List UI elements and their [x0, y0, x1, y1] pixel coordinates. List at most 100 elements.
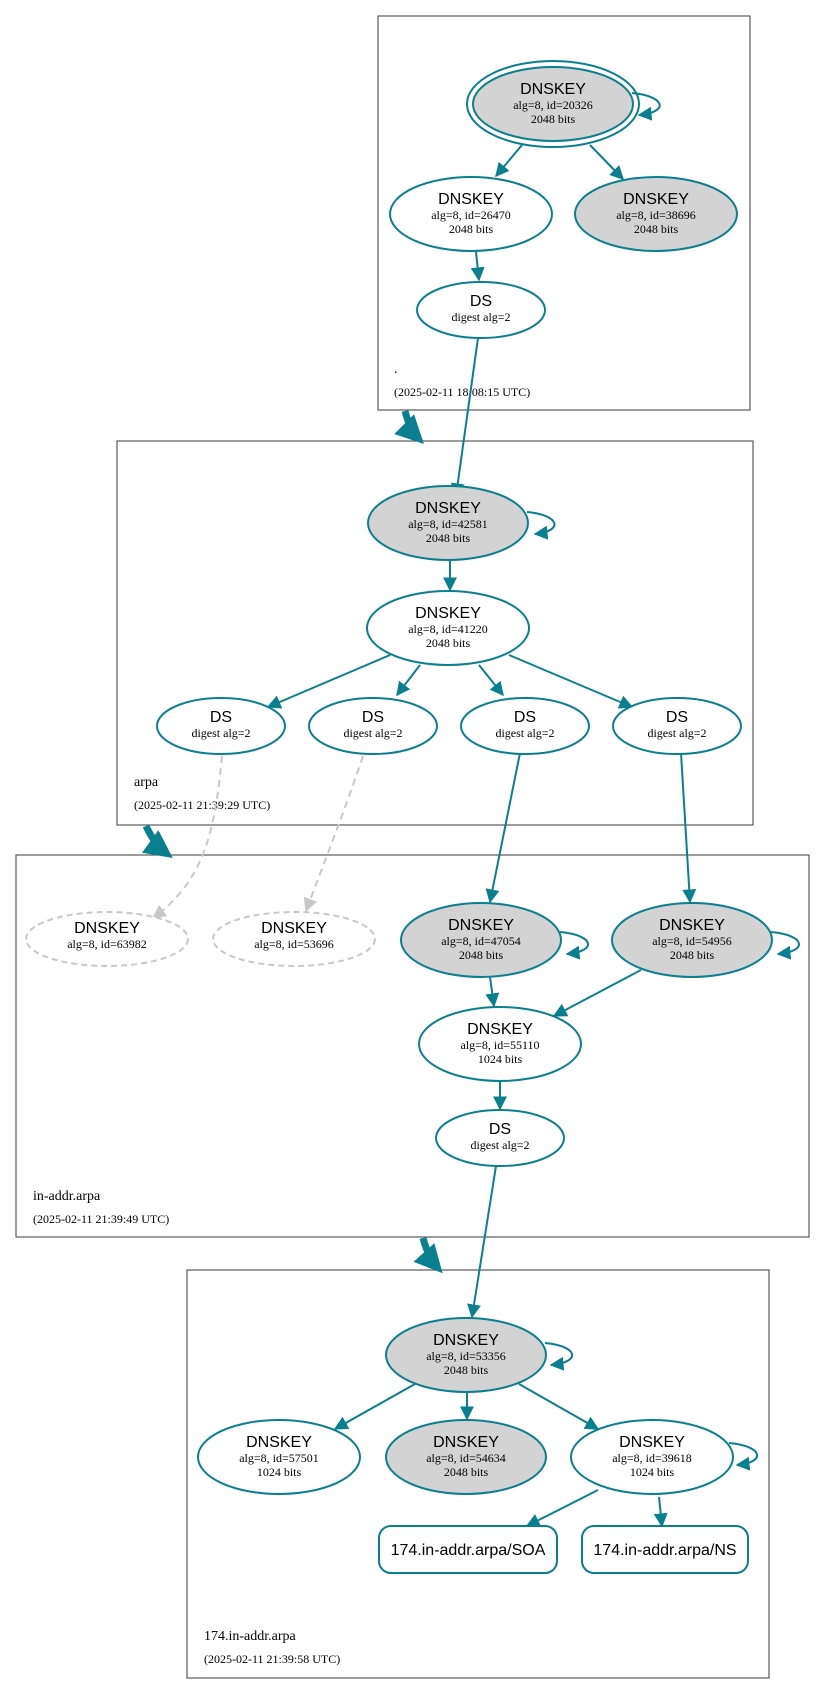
node-type: DS: [514, 709, 536, 726]
node-digest: digest alg=2: [343, 726, 402, 740]
node-key-info: alg=8, id=39618: [612, 1451, 692, 1465]
self-sign-edge-53356: [544, 1342, 574, 1371]
ds-node-arpa-1[interactable]: DS digest alg=2: [156, 697, 286, 755]
self-sign-edge-20326: [631, 92, 661, 121]
dnskey-node-26470[interactable]: DNSKEY alg=8, id=26470 2048 bits: [389, 176, 553, 252]
node-key-info: alg=8, id=42581: [408, 517, 488, 531]
node-type: DNSKEY: [246, 1434, 312, 1451]
rrset-label: 174.in-addr.arpa/SOA: [391, 1542, 546, 1559]
zone-arpa-timestamp: (2025-02-11 21:39:29 UTC): [134, 798, 270, 812]
edge-47054-55110: [485, 976, 500, 1008]
node-key-size: 1024 bits: [478, 1052, 523, 1066]
dnskey-node-54956[interactable]: DNSKEY alg=8, id=54956 2048 bits: [611, 902, 773, 978]
node-type: DNSKEY: [659, 917, 725, 934]
delegation-arrow-in-addr-174: [413, 1237, 443, 1274]
node-key-size: 2048 bits: [444, 1363, 489, 1377]
node-type: DNSKEY: [520, 81, 586, 98]
node-digest: digest alg=2: [191, 726, 250, 740]
edge-ds2-53696-missing: [303, 755, 364, 913]
node-key-size: 2048 bits: [426, 636, 471, 650]
node-key-info: alg=8, id=20326: [513, 98, 593, 112]
zone-174-timestamp: (2025-02-11 21:39:58 UTC): [204, 1652, 340, 1666]
dnskey-node-54634[interactable]: DNSKEY alg=8, id=54634 2048 bits: [385, 1419, 547, 1495]
node-key-size: 2048 bits: [426, 531, 471, 545]
rrset-node-ns[interactable]: 174.in-addr.arpa/NS: [581, 1525, 749, 1574]
node-type: DNSKEY: [261, 920, 327, 937]
dnskey-node-20326[interactable]: DNSKEY alg=8, id=20326 2048 bits: [466, 60, 640, 148]
ds-node-arpa-3[interactable]: DS digest alg=2: [460, 697, 590, 755]
node-key-size: 2048 bits: [634, 222, 679, 236]
zone-in-addr-arpa-name: in-addr.arpa: [33, 1189, 101, 1204]
ds-node-in-addr[interactable]: DS digest alg=2: [435, 1109, 565, 1167]
node-digest: digest alg=2: [647, 726, 706, 740]
node-type: DNSKEY: [619, 1434, 685, 1451]
node-digest: digest alg=2: [495, 726, 554, 740]
node-key-size: 2048 bits: [449, 222, 494, 236]
edge-20326-38696: [589, 144, 624, 181]
zone-arpa-name: arpa: [134, 775, 159, 790]
node-key-info: alg=8, id=53356: [426, 1349, 506, 1363]
dnskey-node-53696-missing[interactable]: DNSKEY alg=8, id=53696: [212, 911, 376, 967]
node-key-info: alg=8, id=41220: [408, 622, 488, 636]
node-type: DNSKEY: [415, 605, 481, 622]
self-sign-edge-39618: [728, 1442, 759, 1471]
edge-41220-ds4: [508, 654, 634, 709]
self-sign-edge-54956: [770, 931, 800, 960]
dnskey-node-55110[interactable]: DNSKEY alg=8, id=55110 1024 bits: [418, 1006, 582, 1082]
node-key-info: alg=8, id=53696: [254, 937, 334, 951]
edge-39618-soa: [525, 1489, 599, 1527]
dnskey-node-38696[interactable]: DNSKEY alg=8, id=38696 2048 bits: [574, 176, 738, 252]
node-type: DNSKEY: [74, 920, 140, 937]
dnskey-node-42581[interactable]: DNSKEY alg=8, id=42581 2048 bits: [367, 485, 529, 561]
node-type: DS: [362, 709, 384, 726]
rrset-node-soa[interactable]: 174.in-addr.arpa/SOA: [378, 1525, 558, 1574]
edge-41220-ds1: [266, 654, 391, 709]
node-key-info: alg=8, id=55110: [460, 1038, 539, 1052]
dnskey-node-39618[interactable]: DNSKEY alg=8, id=39618 1024 bits: [570, 1419, 734, 1495]
node-type: DNSKEY: [438, 191, 504, 208]
delegation-arrow-root-arpa: [394, 410, 424, 444]
edge-20326-26470: [495, 144, 523, 178]
delegation-arrow-arpa-in-addr: [141, 824, 173, 858]
node-type: DNSKEY: [433, 1434, 499, 1451]
dnskey-node-47054[interactable]: DNSKEY alg=8, id=47054 2048 bits: [400, 902, 562, 978]
edge-ds3-47054: [485, 752, 521, 904]
ds-node-root[interactable]: DS digest alg=2: [416, 281, 546, 339]
edge-ds4-54956: [680, 752, 697, 904]
edge-ds1-63982-missing: [151, 755, 223, 919]
self-sign-edge-42581: [526, 511, 556, 540]
zone-root-name: .: [394, 362, 398, 377]
edge-in-addr-ds-53356: [467, 1165, 497, 1319]
dnskey-node-57501[interactable]: DNSKEY alg=8, id=57501 1024 bits: [197, 1419, 361, 1495]
node-type: DNSKEY: [467, 1021, 533, 1038]
node-key-size: 2048 bits: [531, 112, 576, 126]
zone-174-name: 174.in-addr.arpa: [204, 1629, 297, 1644]
node-key-info: alg=8, id=26470: [431, 208, 511, 222]
edge-53356-57501: [333, 1383, 416, 1430]
node-key-info: alg=8, id=57501: [239, 1451, 319, 1465]
edge-53356-39618: [518, 1383, 600, 1430]
node-key-info: alg=8, id=54634: [426, 1451, 506, 1465]
ds-node-arpa-2[interactable]: DS digest alg=2: [308, 697, 438, 755]
dnskey-node-41220[interactable]: DNSKEY alg=8, id=41220 2048 bits: [366, 590, 530, 666]
node-type: DNSKEY: [415, 500, 481, 517]
edge-root-ds-42581: [450, 337, 479, 498]
zone-root-timestamp: (2025-02-11 18:08:15 UTC): [394, 385, 530, 399]
node-type: DS: [489, 1121, 511, 1138]
ds-node-arpa-4[interactable]: DS digest alg=2: [612, 697, 742, 755]
node-key-info: alg=8, id=38696: [616, 208, 696, 222]
edge-41220-ds3: [478, 664, 504, 697]
node-type: DS: [666, 709, 688, 726]
node-type: DS: [210, 709, 232, 726]
dnskey-node-53356[interactable]: DNSKEY alg=8, id=53356 2048 bits: [385, 1317, 547, 1393]
edge-41220-ds2: [396, 664, 421, 697]
node-key-size: 2048 bits: [670, 948, 715, 962]
node-key-size: 1024 bits: [630, 1465, 675, 1479]
node-key-size: 1024 bits: [257, 1465, 302, 1479]
node-digest: digest alg=2: [470, 1138, 529, 1152]
node-type: DNSKEY: [433, 1332, 499, 1349]
node-digest: digest alg=2: [451, 310, 510, 324]
node-type: DS: [470, 293, 492, 310]
dnskey-node-63982-missing[interactable]: DNSKEY alg=8, id=63982: [25, 911, 189, 967]
